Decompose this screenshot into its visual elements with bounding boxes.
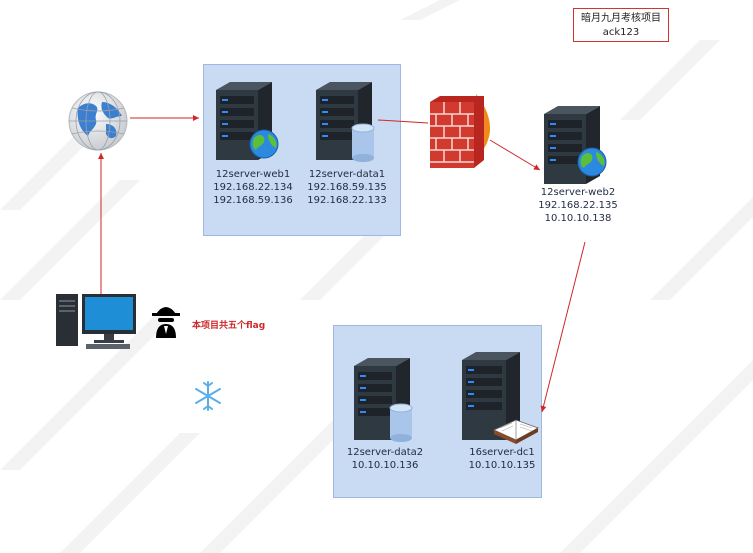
dc1-name: 16server-dc1 — [469, 447, 535, 458]
server-web1-icon — [216, 82, 279, 160]
project-title: 暗月九月考核项目 — [581, 13, 661, 24]
data2-labels: 12server-data2 10.10.10.136 — [340, 446, 430, 472]
web2-ip2: 10.10.10.138 — [544, 213, 612, 224]
link-data1-to-firewall — [377, 119, 429, 124]
hacker-icon — [152, 307, 180, 338]
dc1-ip1: 10.10.10.135 — [468, 460, 536, 471]
snowflake-icon — [195, 381, 221, 411]
web2-ip1: 192.168.22.135 — [538, 200, 618, 211]
server-data1-icon — [316, 82, 375, 162]
web1-name: 12server-web1 — [215, 169, 291, 180]
web2-labels: 12server-web2 192.168.22.135 10.10.10.13… — [533, 186, 623, 225]
web1-labels: 12server-web1 192.168.22.134 192.168.59.… — [208, 168, 298, 207]
link-firewall-to-web2 — [489, 139, 541, 171]
web2-name: 12server-web2 — [540, 187, 616, 198]
project-code: ack123 — [602, 27, 640, 38]
data1-name: 12server-data1 — [308, 169, 386, 180]
data1-ip2: 192.168.22.133 — [307, 195, 387, 206]
web1-ip1: 192.168.22.134 — [213, 182, 293, 193]
server-web2-icon — [544, 106, 607, 184]
data1-labels: 12server-data1 192.168.59.135 192.168.22… — [302, 168, 392, 207]
flag-count-note: 本项目共五个flag — [192, 321, 266, 331]
web1-ip2: 192.168.59.136 — [213, 195, 293, 206]
firewall-icon — [430, 94, 491, 168]
data2-name: 12server-data2 — [346, 447, 424, 458]
data1-ip1: 192.168.59.135 — [307, 182, 387, 193]
project-title-box: 暗月九月考核项目 ack123 — [573, 8, 669, 42]
desktop-computer-icon — [56, 294, 136, 349]
globe-icon — [68, 91, 128, 151]
server-dc1-icon — [462, 352, 539, 444]
link-web2-to-dc1 — [540, 241, 586, 413]
server-data2-icon — [354, 358, 413, 442]
data2-ip1: 10.10.10.136 — [351, 460, 419, 471]
dc1-labels: 16server-dc1 10.10.10.135 — [457, 446, 547, 472]
